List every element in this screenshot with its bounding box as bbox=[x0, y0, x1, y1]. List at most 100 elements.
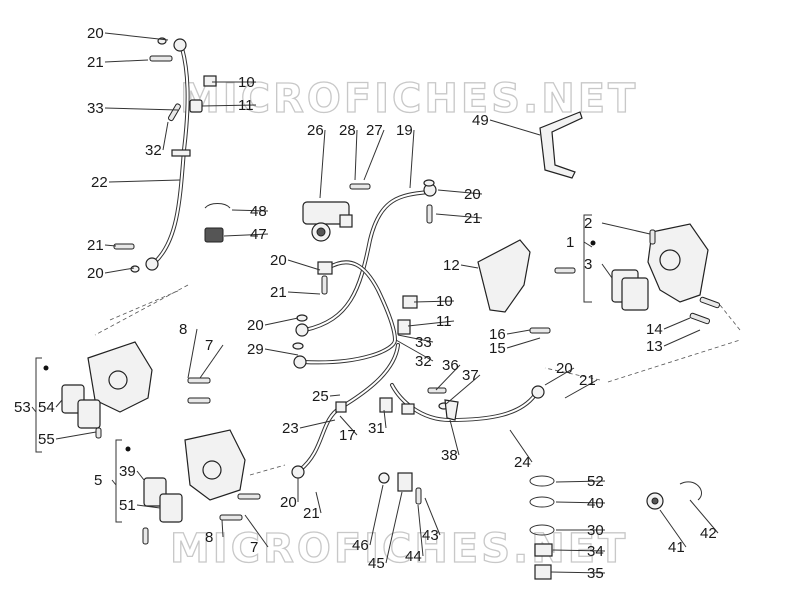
leader-c33a bbox=[104, 107, 179, 111]
callout-c23: 23 bbox=[282, 420, 299, 437]
callout-c48: 48 bbox=[250, 203, 267, 220]
leader-c43 bbox=[424, 497, 441, 536]
callout-c20g: 20 bbox=[280, 494, 297, 511]
leader-c16 bbox=[506, 329, 531, 335]
callout-c22: 22 bbox=[91, 174, 108, 191]
leader-c1 bbox=[583, 241, 593, 248]
leader-c34 bbox=[552, 549, 606, 552]
leader-c38 bbox=[449, 419, 460, 456]
group-brackets bbox=[35, 214, 596, 523]
callout-c51: 51 bbox=[119, 497, 136, 514]
callout-c41: 41 bbox=[668, 539, 685, 556]
callout-c28: 28 bbox=[339, 122, 356, 139]
leader-c24 bbox=[509, 429, 533, 463]
callout-c32a: 32 bbox=[145, 142, 162, 159]
leader-c5 bbox=[111, 479, 117, 486]
callout-c21d: 21 bbox=[270, 284, 287, 301]
leader-c7a bbox=[199, 344, 224, 379]
leader-c37 bbox=[445, 374, 481, 405]
callout-c20a: 20 bbox=[87, 25, 104, 42]
bracket-49 bbox=[539, 111, 583, 179]
callout-c10a: 10 bbox=[238, 74, 255, 91]
callout-c26: 26 bbox=[307, 122, 324, 139]
callout-c7a: 7 bbox=[205, 337, 213, 354]
leader-c25 bbox=[329, 394, 341, 397]
leader-c44 bbox=[417, 504, 424, 557]
leader-c42 bbox=[689, 499, 719, 534]
leader-c54 bbox=[55, 399, 63, 408]
callout-c37: 37 bbox=[462, 367, 479, 384]
caliper-assembly-5 bbox=[142, 429, 261, 545]
zone-right bbox=[544, 304, 741, 383]
callout-c13: 13 bbox=[646, 338, 663, 355]
callout-c20e: 20 bbox=[247, 317, 264, 334]
leader-c41 bbox=[659, 509, 687, 548]
callout-c49: 49 bbox=[472, 112, 489, 129]
leader-c21d bbox=[287, 291, 321, 295]
watermark-top: MICROFICHES.NET bbox=[180, 76, 638, 122]
leader-c17 bbox=[339, 415, 358, 436]
callout-c15: 15 bbox=[489, 340, 506, 357]
leader-c2 bbox=[601, 222, 651, 235]
leader-c10b bbox=[413, 300, 455, 303]
callout-c7b: 7 bbox=[250, 539, 258, 556]
leader-c22 bbox=[108, 179, 181, 183]
leader-c33b bbox=[397, 334, 434, 343]
leader-c12 bbox=[460, 264, 479, 269]
leader-c49 bbox=[489, 119, 541, 136]
callout-c43: 43 bbox=[422, 527, 439, 544]
leader-c52 bbox=[555, 480, 606, 483]
leader-c20a bbox=[104, 32, 169, 41]
callout-c31: 31 bbox=[368, 420, 385, 437]
leader-c47 bbox=[223, 233, 269, 237]
leader-c45 bbox=[385, 491, 403, 564]
leader-c20d bbox=[287, 259, 321, 271]
leader-c20f bbox=[544, 367, 575, 386]
watermark-bottom: MICROFICHES.NET bbox=[170, 526, 628, 572]
leader-c11a bbox=[201, 104, 257, 107]
leader-c20b bbox=[104, 267, 135, 274]
leader-c14 bbox=[663, 317, 691, 330]
leader-c23 bbox=[299, 419, 336, 429]
callout-c38: 38 bbox=[441, 447, 458, 464]
small-fittings bbox=[379, 387, 459, 421]
callout-c47: 47 bbox=[250, 226, 267, 243]
leader-c28 bbox=[354, 129, 358, 181]
leader-c32b bbox=[395, 339, 434, 362]
leader-c39 bbox=[136, 470, 145, 481]
leader-c48 bbox=[231, 209, 269, 212]
leader-c31 bbox=[383, 409, 387, 429]
callout-c17: 17 bbox=[339, 427, 356, 444]
callout-c21a: 21 bbox=[87, 54, 104, 71]
leader-c3 bbox=[601, 263, 613, 279]
callout-c20d: 20 bbox=[270, 252, 287, 269]
callout-c20b: 20 bbox=[87, 265, 104, 282]
callout-c21b: 21 bbox=[87, 237, 104, 254]
leader-c26 bbox=[319, 129, 326, 199]
callout-c45: 45 bbox=[368, 555, 385, 572]
leader-c8b bbox=[221, 519, 224, 538]
callout-c36: 36 bbox=[442, 357, 459, 374]
callout-c25: 25 bbox=[312, 388, 329, 405]
callout-c21c: 21 bbox=[464, 210, 481, 227]
leader-c21f bbox=[315, 491, 322, 514]
leader-c7b bbox=[244, 514, 269, 548]
leader-c46 bbox=[369, 484, 384, 546]
callout-c21e: 21 bbox=[579, 372, 596, 389]
leader-c51 bbox=[136, 504, 161, 509]
leader-c15 bbox=[506, 337, 541, 349]
callout-c54: 54 bbox=[38, 399, 55, 416]
callout-c46: 46 bbox=[352, 537, 369, 554]
leader-c32a bbox=[162, 121, 169, 151]
callout-c2: 2 bbox=[584, 215, 592, 232]
leader-c21b bbox=[104, 244, 117, 247]
callout-c10b: 10 bbox=[436, 293, 453, 310]
bracket-12 bbox=[477, 239, 576, 334]
brake-pump-26 bbox=[302, 183, 371, 242]
zone-center bbox=[249, 464, 286, 476]
callout-c33b: 33 bbox=[415, 334, 432, 351]
caliper-assembly-53 bbox=[61, 341, 211, 439]
callout-c11b: 11 bbox=[436, 313, 452, 330]
